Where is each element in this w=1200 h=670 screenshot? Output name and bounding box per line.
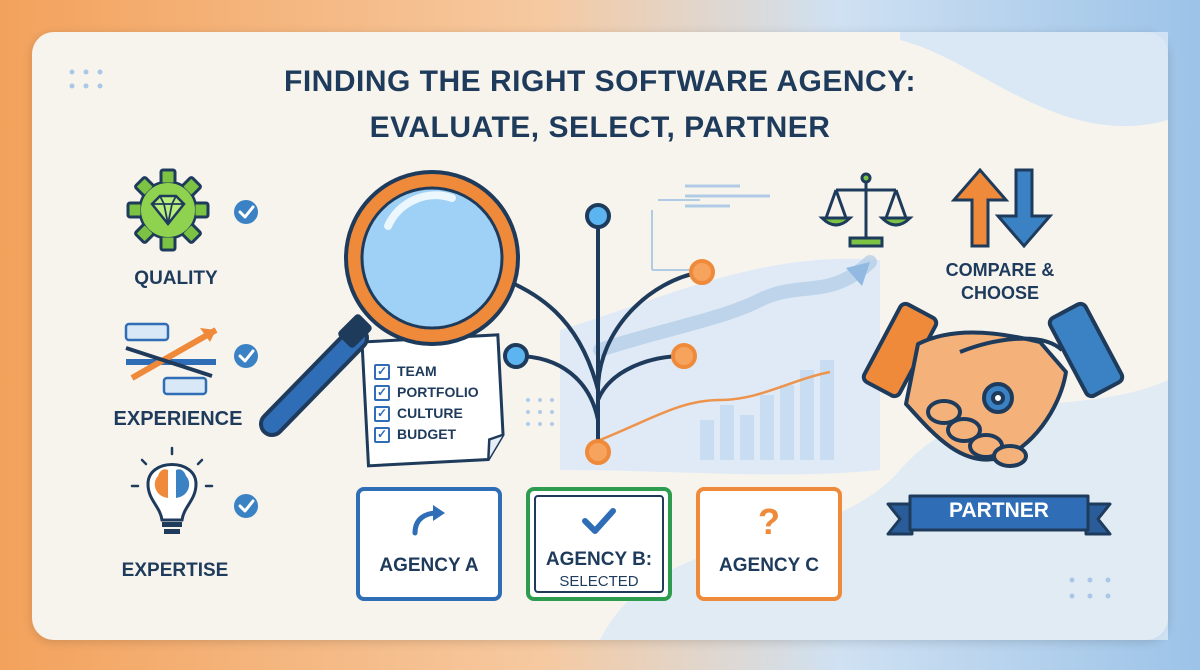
checkbox-icon: ✓: [374, 405, 390, 422]
growth-chart-icon: [526, 184, 877, 460]
criteria-checklist: ✓ TEAM ✓ PORTFOLIO ✓ CULTURE ✓ BUDGET: [374, 361, 479, 445]
agency-name: AGENCY C: [719, 555, 819, 576]
checkbox-icon: ✓: [374, 384, 390, 401]
checkmark-icon: [530, 501, 668, 550]
agency-name: AGENCY B:: [545, 549, 653, 570]
compare-arrows-icon: [950, 167, 1054, 249]
checklist-item: ✓ TEAM: [374, 361, 479, 382]
title-line-2: EVALUATE, SELECT, PARTNER: [369, 111, 831, 144]
checklist-paper: [360, 333, 505, 468]
growth-arrows-icon: [124, 322, 218, 396]
tree-node: [471, 203, 715, 465]
criteria-label-quality: QUALITY: [134, 268, 218, 289]
agency-card-a: AGENCY A: [356, 487, 502, 601]
title-line-1: FINDING THE RIGHT SOFTWARE AGENCY:: [284, 65, 916, 98]
partner-label: PARTNER: [949, 499, 1049, 522]
checklist-item: ✓ CULTURE: [374, 403, 479, 424]
checkbox-icon: ✓: [374, 426, 390, 443]
checklist-item-label: PORTFOLIO: [397, 384, 479, 400]
checklist-item-label: TEAM: [397, 363, 437, 379]
arrow-icon: [360, 501, 498, 550]
question-icon: ?: [758, 501, 780, 542]
agency-card-b: AGENCY B: SELECTED: [526, 487, 672, 601]
checklist-item-label: BUDGET: [397, 426, 457, 442]
scales-icon: [818, 172, 914, 248]
criteria-label-expertise: EXPERTISE: [121, 560, 229, 581]
partner-ribbon: [886, 494, 1112, 536]
checkbox-icon: ✓: [374, 363, 390, 380]
compare-label-line-2: CHOOSE: [960, 283, 1039, 303]
compare-label-line-1: COMPARE &: [945, 260, 1055, 280]
checklist-item: ✓ BUDGET: [374, 424, 479, 445]
selected-inner-border: [534, 495, 664, 593]
agency-name: AGENCY A: [379, 555, 479, 576]
brain-lightbulb-icon: [130, 446, 214, 534]
agency-status: SELECTED: [559, 573, 639, 590]
criteria-label-experience: EXPERIENCE: [113, 408, 243, 430]
checklist-item-label: CULTURE: [397, 405, 463, 421]
handshake-icon: [861, 301, 1125, 468]
gear-diamond-icon: [126, 168, 210, 252]
magnifier-icon: [259, 170, 520, 437]
checklist-item: ✓ PORTFOLIO: [374, 382, 479, 403]
agency-card-c: ? AGENCY C: [696, 487, 842, 601]
